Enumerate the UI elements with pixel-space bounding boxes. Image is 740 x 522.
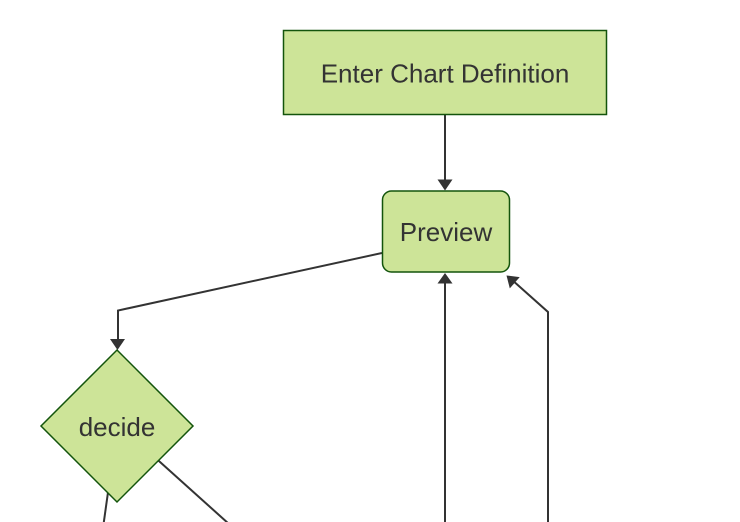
arrowhead-icon — [506, 275, 520, 289]
node-enter-chart-definition-shape — [282, 29, 608, 116]
node-enter-chart-definition-label: Enter Chart Definition — [321, 59, 570, 89]
edge-preview-to-decide — [117, 252, 383, 347]
edge-right-to-preview — [510, 278, 549, 522]
node-layer: Enter Chart Definition Preview decide — [39, 29, 608, 504]
arrowhead-icon — [437, 273, 453, 284]
arrowhead-icon — [437, 179, 453, 191]
node-decide: decide — [39, 348, 195, 504]
node-decide-label: decide — [79, 412, 156, 442]
node-enter-chart-definition: Enter Chart Definition — [282, 29, 608, 116]
arrowhead-icon — [110, 339, 125, 350]
node-preview-label: Preview — [400, 217, 493, 247]
node-preview: Preview — [381, 190, 511, 273]
node-preview-shape — [381, 190, 511, 273]
edge-layer — [102, 114, 549, 522]
node-decide-shape — [39, 348, 195, 504]
